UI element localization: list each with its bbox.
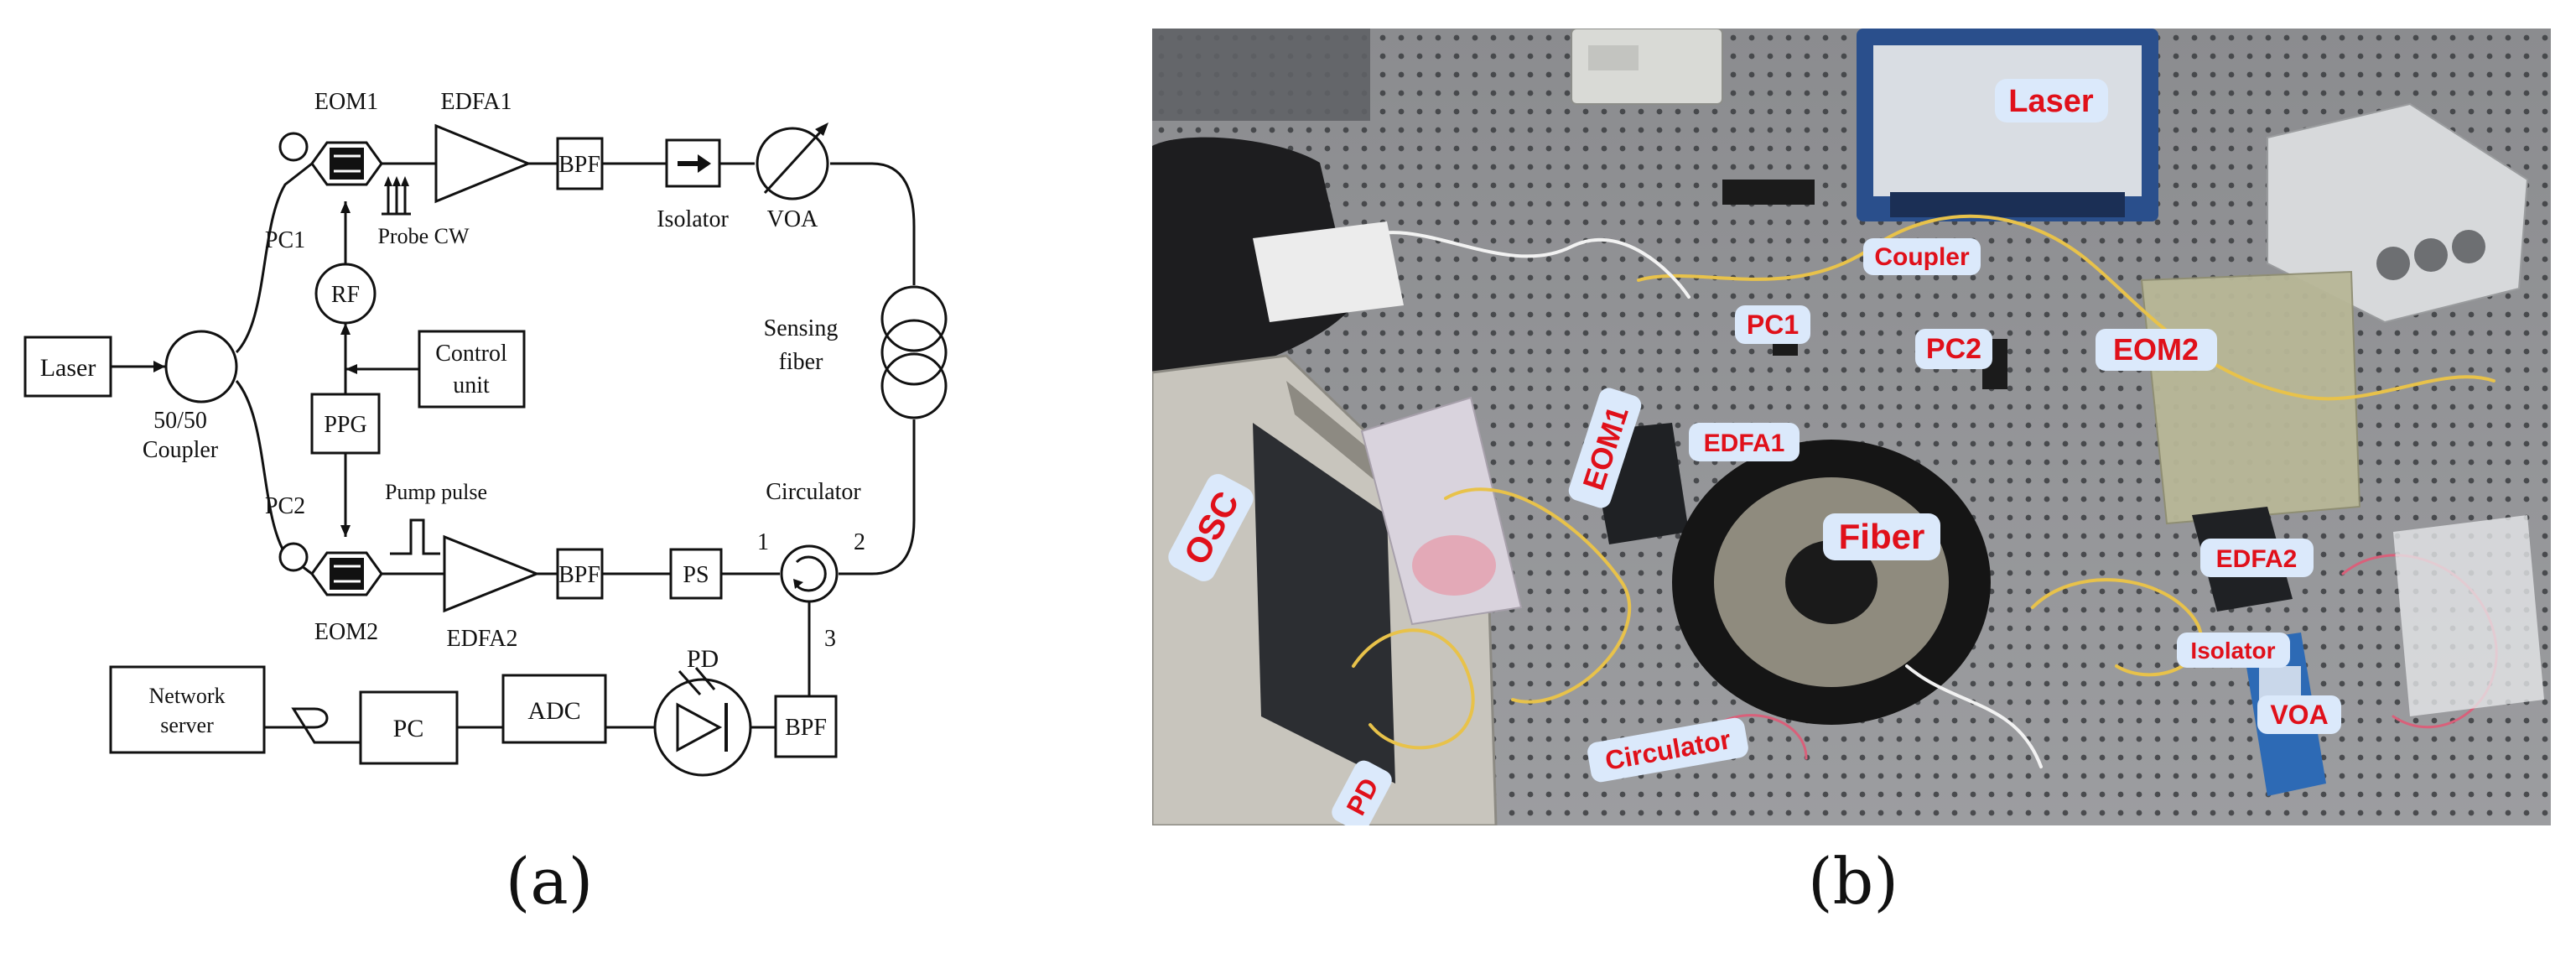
eom2-label: EOM2 xyxy=(314,619,378,645)
pc-label: PC xyxy=(393,715,424,742)
svg-text:EDFA2: EDFA2 xyxy=(2216,545,2298,573)
fiber-clamps xyxy=(1722,180,1815,205)
edfa1-label: EDFA1 xyxy=(440,89,512,115)
power-supply-panel xyxy=(1588,45,1639,70)
probe-cw-label: Probe CW xyxy=(377,224,470,248)
pc2-label: PC2 xyxy=(265,493,305,519)
pc1-symbol xyxy=(278,132,309,162)
bpf-bottom-label: BPF xyxy=(785,715,827,741)
tag-eom1: EOM1 xyxy=(1568,388,1642,508)
bpf-top-label: BPF xyxy=(558,152,600,178)
plastic-bag xyxy=(2393,515,2544,716)
sensing-fiber-label-line2: fiber xyxy=(779,349,824,375)
coupler-symbol xyxy=(164,330,238,404)
control-unit-label-line1: Control xyxy=(435,341,507,367)
ppg-box xyxy=(310,393,381,455)
svg-text:Laser: Laser xyxy=(2008,84,2094,119)
laser-box xyxy=(23,336,112,398)
tag-pd: PD xyxy=(1332,760,1392,825)
fiber-spool-hub xyxy=(1785,540,1877,624)
eom1-label: EOM1 xyxy=(314,89,378,115)
tag-eom2: EOM2 xyxy=(2096,329,2217,371)
bpf-mid-label: BPF xyxy=(558,562,600,588)
circulator-label: Circulator xyxy=(766,479,861,505)
laser-unit-vent xyxy=(1890,192,2125,217)
edfa2-symbol xyxy=(443,534,541,613)
chair xyxy=(1152,137,1353,389)
laser-label: Laser xyxy=(40,354,96,382)
eom1-fiber-coil xyxy=(1412,535,1496,596)
tag-fiber: Fiber xyxy=(1823,513,1940,560)
circulator-symbol xyxy=(780,544,839,603)
tag-voa: VOA xyxy=(2257,695,2341,734)
svg-text:PC1: PC1 xyxy=(1747,310,1799,340)
shelf-equipment xyxy=(1152,29,1370,121)
pd-symbol xyxy=(653,678,752,777)
bpf-mid-box xyxy=(556,548,604,600)
control-unit-label-line2: unit xyxy=(453,372,490,398)
pc-box xyxy=(359,690,459,765)
svg-text:Coupler: Coupler xyxy=(1874,243,1970,271)
caption-a: (a) xyxy=(505,844,594,919)
pc1-label: PC1 xyxy=(265,227,305,253)
schematic-diagram: Laser 50/50 Coupler PC1 PC2 EOM1 EOM2 ED… xyxy=(23,89,948,777)
tag-pc1: PC1 xyxy=(1735,305,1810,344)
svg-text:Fiber: Fiber xyxy=(1839,517,1925,556)
probe-cw-arrowheads xyxy=(384,176,409,186)
rf-label: RF xyxy=(331,282,360,308)
circulator-port-1: 1 xyxy=(757,529,769,555)
svg-text:PC2: PC2 xyxy=(1926,333,1981,365)
svg-text:Isolator: Isolator xyxy=(2190,638,2275,664)
eom1-symbol xyxy=(310,141,383,186)
right-instrument xyxy=(2267,102,2529,324)
tag-circulator: Circulator xyxy=(1587,717,1748,783)
bpf-bottom-box xyxy=(774,695,838,758)
sensing-fiber-coil xyxy=(880,285,948,419)
tag-pc2: PC2 xyxy=(1915,329,1992,369)
network-server-box xyxy=(109,665,266,754)
voa-meter-screen xyxy=(2259,666,2301,700)
ppg-label: PPG xyxy=(324,412,366,438)
pump-pulse-symbol xyxy=(390,518,440,555)
pd-label: PD xyxy=(687,645,719,673)
lab-setup-photo: Laser Coupler PC1 PC2 EOM2 EOM1 EDFA1 O xyxy=(1152,29,2551,825)
pc2-symbol xyxy=(278,542,309,572)
pump-pulse-label: Pump pulse xyxy=(385,480,487,504)
rf-symbol xyxy=(314,263,377,325)
isolator-label: Isolator xyxy=(657,206,729,232)
coupler-label-line1: 50/50 xyxy=(153,408,207,434)
edfa2-label: EDFA2 xyxy=(446,626,517,652)
network-server-label-line1: Network xyxy=(149,684,226,708)
tag-laser: Laser xyxy=(1995,79,2108,122)
ps-label: PS xyxy=(683,562,709,588)
control-unit-box xyxy=(418,330,526,409)
caption-b: (b) xyxy=(1808,844,1898,919)
svg-text:EDFA1: EDFA1 xyxy=(1704,430,1785,457)
paper-bag xyxy=(1253,221,1404,322)
voa-label: VOA xyxy=(767,206,818,232)
tag-isolator: Isolator xyxy=(2177,633,2290,668)
tag-edfa2: EDFA2 xyxy=(2200,539,2314,577)
adc-box xyxy=(501,674,607,744)
network-server-label-line2: server xyxy=(160,713,214,737)
ps-box xyxy=(669,548,723,600)
eom2-symbol xyxy=(310,551,383,596)
tag-osc: OSC xyxy=(1168,474,1254,581)
oscilloscope-screen xyxy=(1253,423,1395,784)
svg-text:EOM2: EOM2 xyxy=(2113,332,2199,367)
edfa1-symbol xyxy=(434,123,532,204)
right-instrument-fans xyxy=(2376,230,2485,280)
tag-edfa1: EDFA1 xyxy=(1689,423,1800,461)
circulator-port-2: 2 xyxy=(854,529,865,555)
sensing-fiber-label-line1: Sensing xyxy=(764,315,839,341)
bpf-top-box xyxy=(556,137,604,190)
circulator-port-3: 3 xyxy=(824,626,836,652)
coupler-label-line2: Coupler xyxy=(143,437,219,463)
tag-coupler: Coupler xyxy=(1863,238,1981,275)
svg-text:VOA: VOA xyxy=(2270,700,2328,730)
adc-label: ADC xyxy=(527,697,580,725)
